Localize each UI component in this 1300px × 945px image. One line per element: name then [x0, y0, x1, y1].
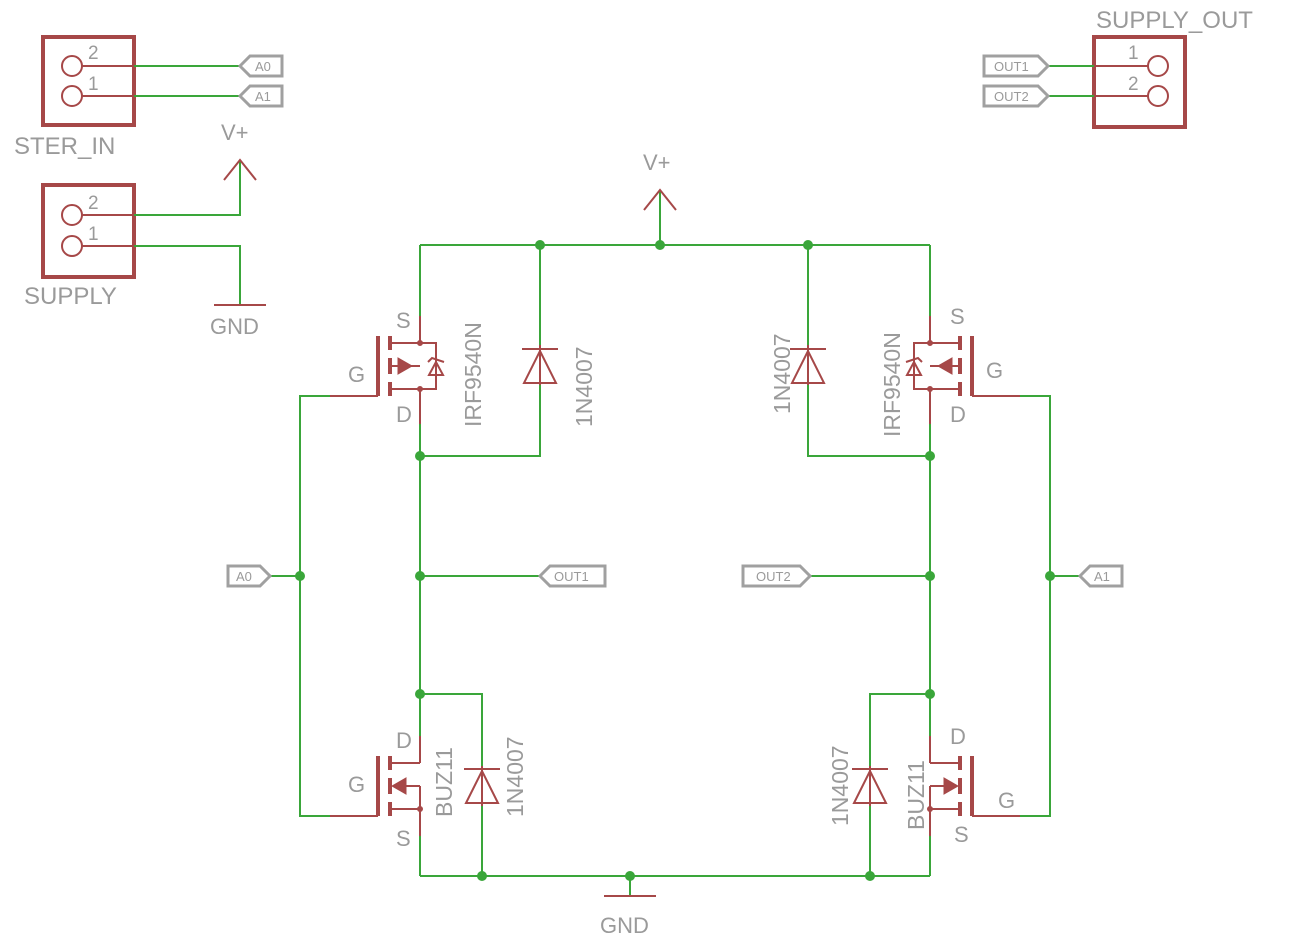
- port-out1-top-label: OUT1: [994, 59, 1029, 74]
- connector-supply[interactable]: 2 1 SUPPLY: [24, 183, 136, 310]
- port-a0-bridge[interactable]: A0: [226, 564, 273, 588]
- connector-supply-out-pin2-label: 2: [1128, 74, 1139, 95]
- port-a0-bridge-label: A0: [236, 569, 252, 584]
- pmos-ul-part-label: IRF9540N: [460, 322, 486, 427]
- supply-nets: [134, 160, 241, 305]
- pmos-ul-gate-label: G: [348, 362, 365, 387]
- vplus-label-bridge: V+: [643, 150, 671, 175]
- nmos-lr-drain-label: D: [950, 724, 966, 749]
- connector-supply-pin2[interactable]: [61, 204, 83, 226]
- vplus-label-left: V+: [221, 120, 249, 145]
- diode-lower-right[interactable]: 1N4007: [827, 745, 888, 826]
- port-a0-top-label: A0: [255, 59, 271, 74]
- gnd-label-left: GND: [210, 314, 259, 339]
- connector-supply-out-name: SUPPLY_OUT: [1096, 7, 1253, 34]
- gnd-symbol-left: GND: [210, 304, 266, 339]
- diode-ll-part-label: 1N4007: [502, 736, 528, 817]
- vplus-symbol-left: V+: [221, 120, 257, 181]
- connector-ster-in-pin2[interactable]: [61, 55, 83, 77]
- supply-out-nets: [1048, 65, 1094, 97]
- connector-ster-in-body: [41, 35, 136, 127]
- connector-supply-out[interactable]: 1 2 SUPPLY_OUT: [1092, 7, 1253, 129]
- nmos-lr-part-label: BUZ11: [903, 760, 929, 830]
- connector-ster-in-pin2-label: 2: [88, 43, 99, 64]
- connector-ster-in-pin1[interactable]: [61, 85, 83, 107]
- diode-ur-part-label: 1N4007: [769, 333, 795, 414]
- pmos-upper-right[interactable]: G S D IRF9540N: [879, 304, 1020, 437]
- connector-supply-out-pin2[interactable]: [1147, 85, 1169, 107]
- connector-supply-pin2-label: 2: [88, 193, 99, 214]
- ster-in-nets: [134, 65, 240, 97]
- gnd-symbol-bridge: GND: [600, 895, 656, 938]
- port-out2-bridge[interactable]: OUT2: [741, 564, 813, 588]
- pmos-ur-part-label: IRF9540N: [879, 332, 905, 437]
- pmos-ul-source-label: S: [396, 308, 411, 333]
- diode-upper-right[interactable]: 1N4007: [769, 333, 826, 414]
- port-a1-top-label: A1: [255, 89, 271, 104]
- pmos-ur-drain-label: D: [950, 402, 966, 427]
- port-a0-top[interactable]: A0: [237, 54, 284, 78]
- nmos-lr-gate-label: G: [998, 788, 1015, 813]
- nmos-ll-drain-label: D: [396, 728, 412, 753]
- vplus-symbol-bridge: V+: [643, 150, 677, 211]
- pmos-ur-gate-label: G: [986, 358, 1003, 383]
- connector-ster-in[interactable]: 2 1 STER_IN: [14, 35, 136, 160]
- nmos-lower-right[interactable]: G D S BUZ11: [903, 724, 1020, 847]
- connector-supply-out-pin1[interactable]: [1147, 55, 1169, 77]
- pmos-ul-drain-label: D: [396, 402, 412, 427]
- nmos-lower-left[interactable]: G D S BUZ11: [330, 728, 457, 851]
- port-out1-top[interactable]: OUT1: [982, 54, 1051, 78]
- pmos-ur-source-label: S: [950, 304, 965, 329]
- connector-supply-pin1-label: 1: [88, 224, 99, 245]
- connector-ster-in-pin1-label: 1: [88, 74, 99, 95]
- port-a1-top[interactable]: A1: [237, 84, 284, 108]
- port-a1-bridge[interactable]: A1: [1077, 564, 1124, 588]
- diode-lr-part-label: 1N4007: [827, 745, 853, 826]
- port-out2-top[interactable]: OUT2: [982, 84, 1051, 108]
- nmos-ll-part-label: BUZ11: [431, 747, 457, 817]
- pmos-upper-left[interactable]: G S D IRF9540N: [330, 308, 486, 427]
- bridge-wires: [270, 190, 1080, 896]
- nmos-ll-source-label: S: [396, 826, 411, 851]
- diode-lower-left[interactable]: 1N4007: [464, 736, 528, 817]
- connector-supply-pin1[interactable]: [61, 235, 83, 257]
- junction-dots: [295, 240, 1055, 881]
- connector-supply-out-body: [1092, 35, 1187, 129]
- connector-supply-name: SUPPLY: [24, 283, 117, 310]
- gnd-label-bridge: GND: [600, 913, 649, 938]
- connector-supply-body: [41, 183, 136, 279]
- diode-ul-part-label: 1N4007: [571, 346, 597, 427]
- port-out2-top-label: OUT2: [994, 89, 1029, 104]
- connector-supply-out-pin1-label: 1: [1128, 43, 1139, 64]
- nmos-ll-gate-label: G: [348, 772, 365, 797]
- port-a1-bridge-label: A1: [1094, 569, 1110, 584]
- port-out1-bridge[interactable]: OUT1: [537, 564, 607, 588]
- nmos-lr-source-label: S: [954, 822, 969, 847]
- port-out2-bridge-label: OUT2: [756, 569, 791, 584]
- port-out1-bridge-label: OUT1: [554, 569, 589, 584]
- diode-upper-left[interactable]: 1N4007: [522, 345, 597, 427]
- connector-ster-in-name: STER_IN: [14, 133, 115, 160]
